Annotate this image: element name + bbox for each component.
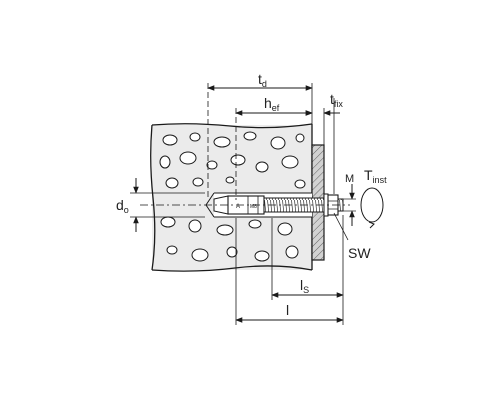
extension-lines [207,83,344,325]
label-ls: lS [300,277,309,295]
bolt-marking-b: M8 [250,204,257,210]
label-l: l [286,302,289,318]
concrete-aggregate [159,131,306,262]
dimension-l: l [235,302,344,323]
label-do: do [116,197,129,215]
label-sw-group: SW [333,212,371,261]
dimension-td: td [207,71,313,91]
dimension-do: do [116,178,205,232]
label-hef: hef [264,95,280,113]
label-sw: SW [348,245,371,261]
dimension-hef: hef [235,95,313,116]
dimension-m: M [340,173,356,226]
dimension-tfix: tfix [298,91,343,116]
label-tinst: Tinst [364,167,387,185]
label-td: td [258,71,267,89]
torque-symbol: Tinst [360,167,387,229]
label-tfix: tfix [330,91,343,109]
dimension-ls: lS [271,277,344,298]
bolt-marking-a: A [236,204,240,210]
label-m: M [345,173,354,185]
